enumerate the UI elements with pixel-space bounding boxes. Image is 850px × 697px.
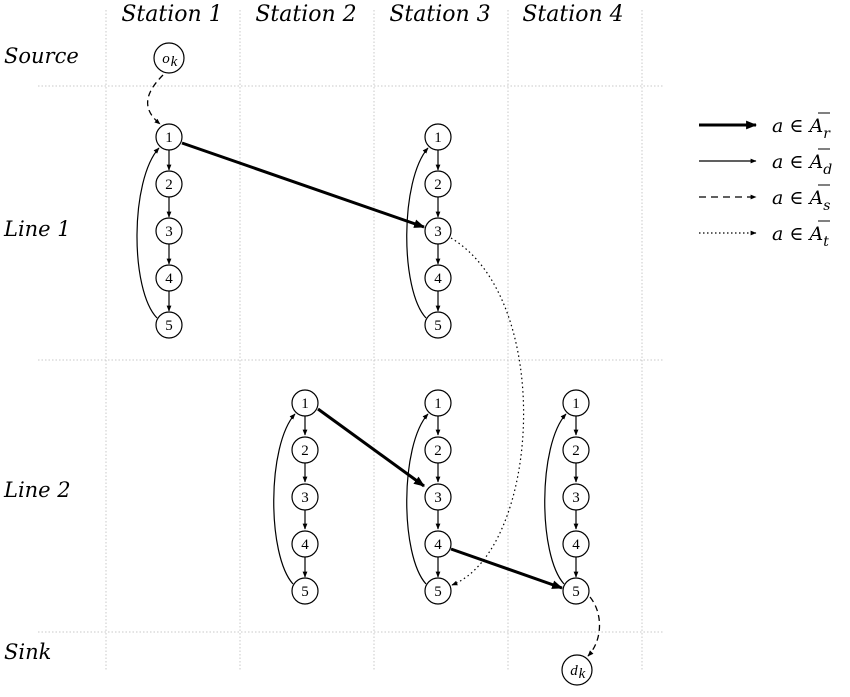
node-label: 3 xyxy=(572,490,580,506)
l2s4-return-arc xyxy=(544,413,567,585)
node-label: 4 xyxy=(434,537,442,553)
legend-item-dotted: a ∈ At xyxy=(699,220,830,250)
svg-text:a ∈ At: a ∈ At xyxy=(772,223,829,250)
legend-text: a ∈ A xyxy=(772,115,823,137)
row-label-sink: Sink xyxy=(4,640,51,664)
node-label: 1 xyxy=(434,130,442,146)
line2-station2-nodes: 1 2 3 4 5 xyxy=(291,389,319,605)
node-label: 2 xyxy=(301,443,309,459)
node-label: 1 xyxy=(434,396,442,412)
column-header-station-3: Station 3 xyxy=(389,2,490,27)
l2s2-return-arc xyxy=(273,413,296,585)
svg-text:a ∈ Ar: a ∈ Ar xyxy=(772,115,831,142)
svg-text:a ∈ Ad: a ∈ Ad xyxy=(772,151,832,178)
edges xyxy=(136,74,601,657)
legend-sub: r xyxy=(823,126,831,142)
node-label: 4 xyxy=(434,271,442,287)
legend-item-thick: a ∈ Ar xyxy=(699,112,831,142)
l2s3-return-arc xyxy=(406,413,429,585)
legend-item-dashed: a ∈ As xyxy=(699,184,830,214)
row-label-source: Source xyxy=(4,44,79,68)
transfer-arc xyxy=(450,237,525,586)
node-label: 5 xyxy=(572,584,580,600)
node-label: 1 xyxy=(165,130,173,146)
node-label: 2 xyxy=(434,443,442,459)
legend: a ∈ Ar a ∈ Ad a ∈ As a ∈ At xyxy=(699,112,832,250)
route-arc-l2s3-l2s4 xyxy=(450,547,564,590)
legend-text: a ∈ A xyxy=(772,187,823,209)
sink-node: d k xyxy=(561,654,593,686)
source-node-label: o xyxy=(162,51,170,67)
node-label: 3 xyxy=(301,490,309,506)
line2-station3-nodes: 1 2 3 4 5 xyxy=(424,389,452,605)
node-label: 4 xyxy=(165,271,173,287)
legend-item-thin: a ∈ Ad xyxy=(699,148,832,178)
node-label: 4 xyxy=(301,537,309,553)
line2-station4-nodes: 1 2 3 4 5 xyxy=(562,389,590,605)
source-node: o k xyxy=(153,42,185,74)
node-label: 5 xyxy=(301,584,309,600)
legend-sub: d xyxy=(823,162,832,178)
legend-sub: s xyxy=(823,198,830,214)
node-label: 5 xyxy=(434,318,442,334)
column-header-station-4: Station 4 xyxy=(522,2,623,27)
route-arc-l2s2-l2s3 xyxy=(317,407,425,488)
l1s3-return-arc xyxy=(406,147,429,319)
node-label: 3 xyxy=(434,490,442,506)
legend-text: a ∈ A xyxy=(772,151,823,173)
node-label: 2 xyxy=(572,443,580,459)
node-label: 5 xyxy=(434,584,442,600)
node-label: 3 xyxy=(434,224,442,240)
sink-arc xyxy=(587,596,601,657)
node-label: 1 xyxy=(301,396,309,412)
node-label: 3 xyxy=(165,224,173,240)
legend-sub: t xyxy=(823,234,829,250)
grid-lines xyxy=(38,10,664,670)
source-arc xyxy=(147,74,164,125)
l1s1-return-arc xyxy=(136,147,160,319)
legend-text: a ∈ A xyxy=(772,223,823,245)
svg-text:a ∈ As: a ∈ As xyxy=(772,187,830,214)
sink-node-sub: k xyxy=(579,666,586,682)
column-header-station-1: Station 1 xyxy=(121,2,222,27)
row-label-line-2: Line 2 xyxy=(3,478,71,502)
line1-station3-nodes: 1 2 3 4 5 xyxy=(424,123,452,339)
row-label-line-1: Line 1 xyxy=(3,217,71,241)
node-label: 2 xyxy=(434,177,442,193)
sink-node-label: d xyxy=(570,663,578,679)
node-label: 1 xyxy=(572,396,580,412)
node-label: 4 xyxy=(572,537,580,553)
line1-station1-nodes: 1 2 3 4 5 xyxy=(155,123,183,339)
column-header-station-2: Station 2 xyxy=(255,2,356,27)
node-label: 2 xyxy=(165,177,173,193)
node-label: 5 xyxy=(165,318,173,334)
route-arc-l1s1-l1s3 xyxy=(181,141,426,229)
source-node-sub: k xyxy=(171,54,178,70)
